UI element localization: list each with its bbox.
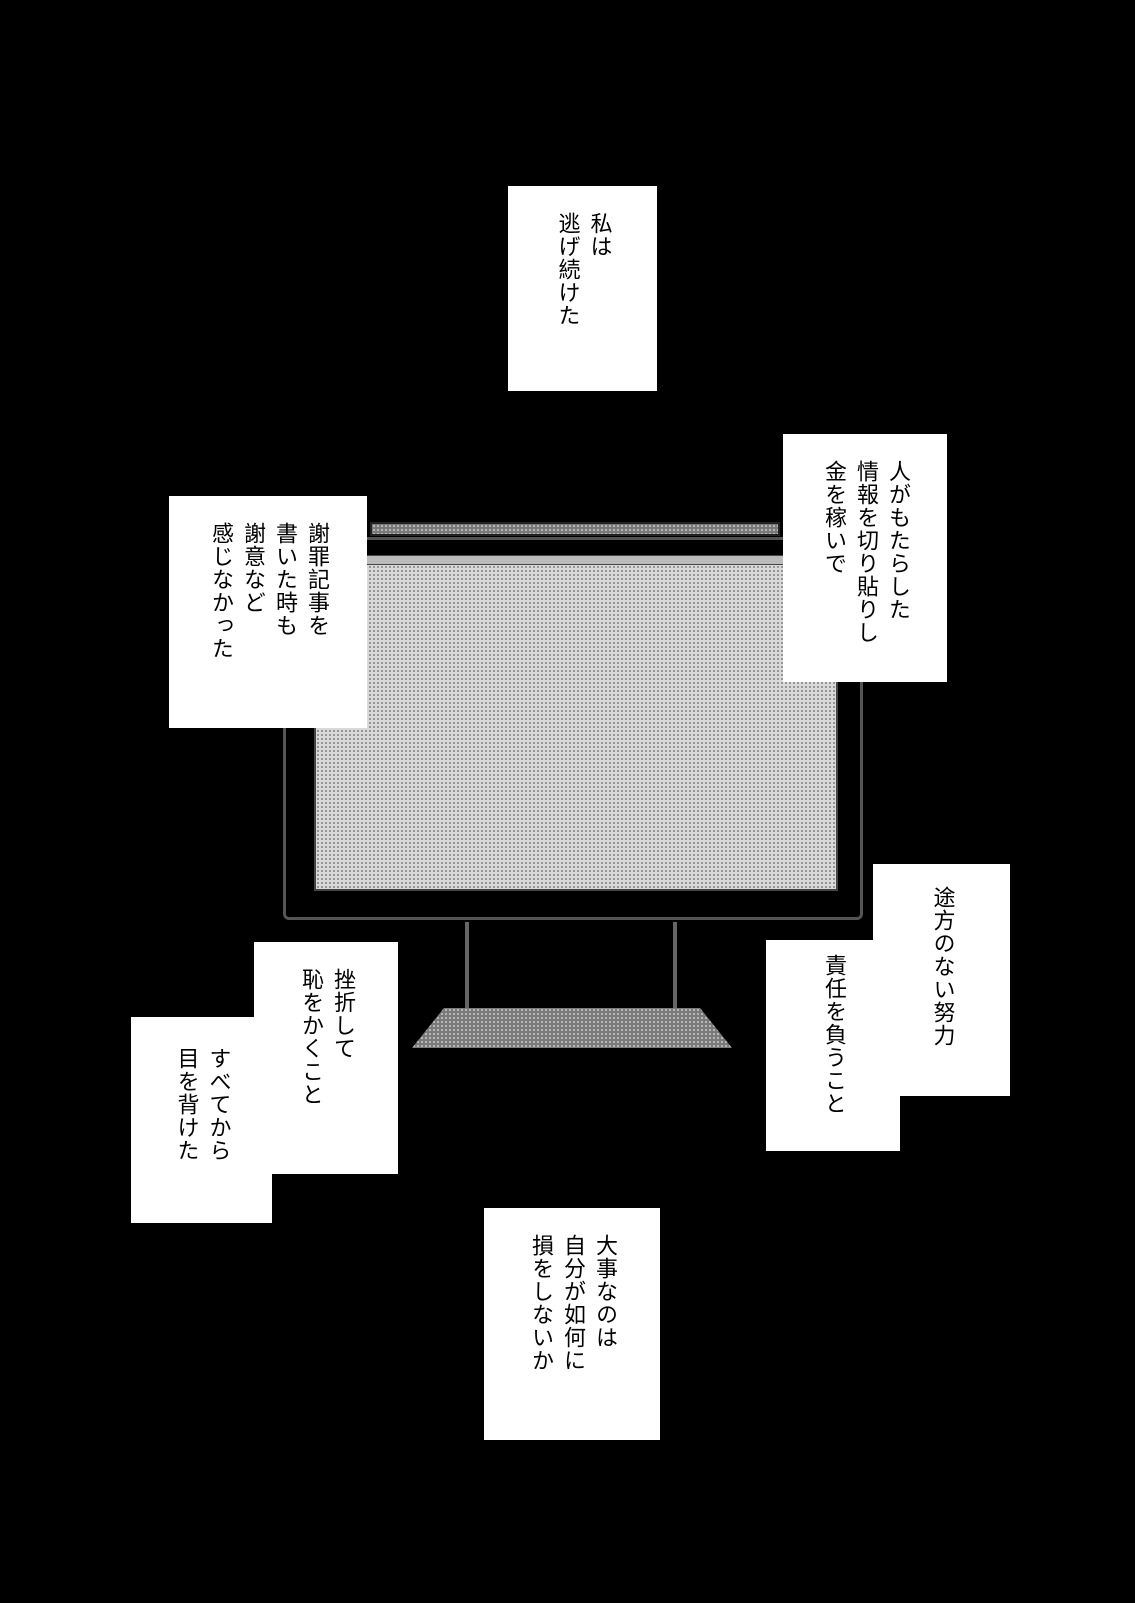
monitor-screen	[314, 563, 838, 891]
caption-shame: 挫折して 恥をかくこと	[254, 942, 398, 1174]
monitor-base	[412, 1008, 732, 1048]
monitor-screen-bar	[314, 555, 838, 565]
caption-shame-text: 挫折して 恥をかくこと	[298, 968, 355, 1106]
caption-escape: 私は 逃げ続けた	[508, 186, 657, 391]
caption-escape-text: 私は 逃げ続けた	[554, 212, 612, 327]
caption-info-text: 人がもたらした 情報を切り貼りし 金を稼いで	[821, 460, 910, 644]
caption-matter: 大事なのは 自分が如何に 損をしないか	[484, 1208, 660, 1440]
caption-matter-text: 大事なのは 自分が如何に 損をしないか	[528, 1234, 617, 1372]
monitor-top-bezel	[370, 522, 780, 536]
caption-turned-text: すべてから 目を背けた	[173, 1047, 231, 1162]
caption-effort-text: 途方のない努力	[929, 886, 955, 1047]
caption-info: 人がもたらした 情報を切り貼りし 金を稼いで	[783, 434, 947, 682]
caption-responsibility: 責任を負うこと	[766, 940, 900, 1151]
caption-responsibility-text: 責任を負うこと	[821, 954, 846, 1115]
caption-apology: 謝罪記事を 書いた時も 謝意など 感じなかった	[169, 496, 367, 728]
caption-apology-text: 謝罪記事を 書いた時も 謝意など 感じなかった	[208, 522, 329, 660]
monitor-stand-neck	[465, 922, 677, 1014]
caption-turned: すべてから 目を背けた	[131, 1017, 272, 1223]
